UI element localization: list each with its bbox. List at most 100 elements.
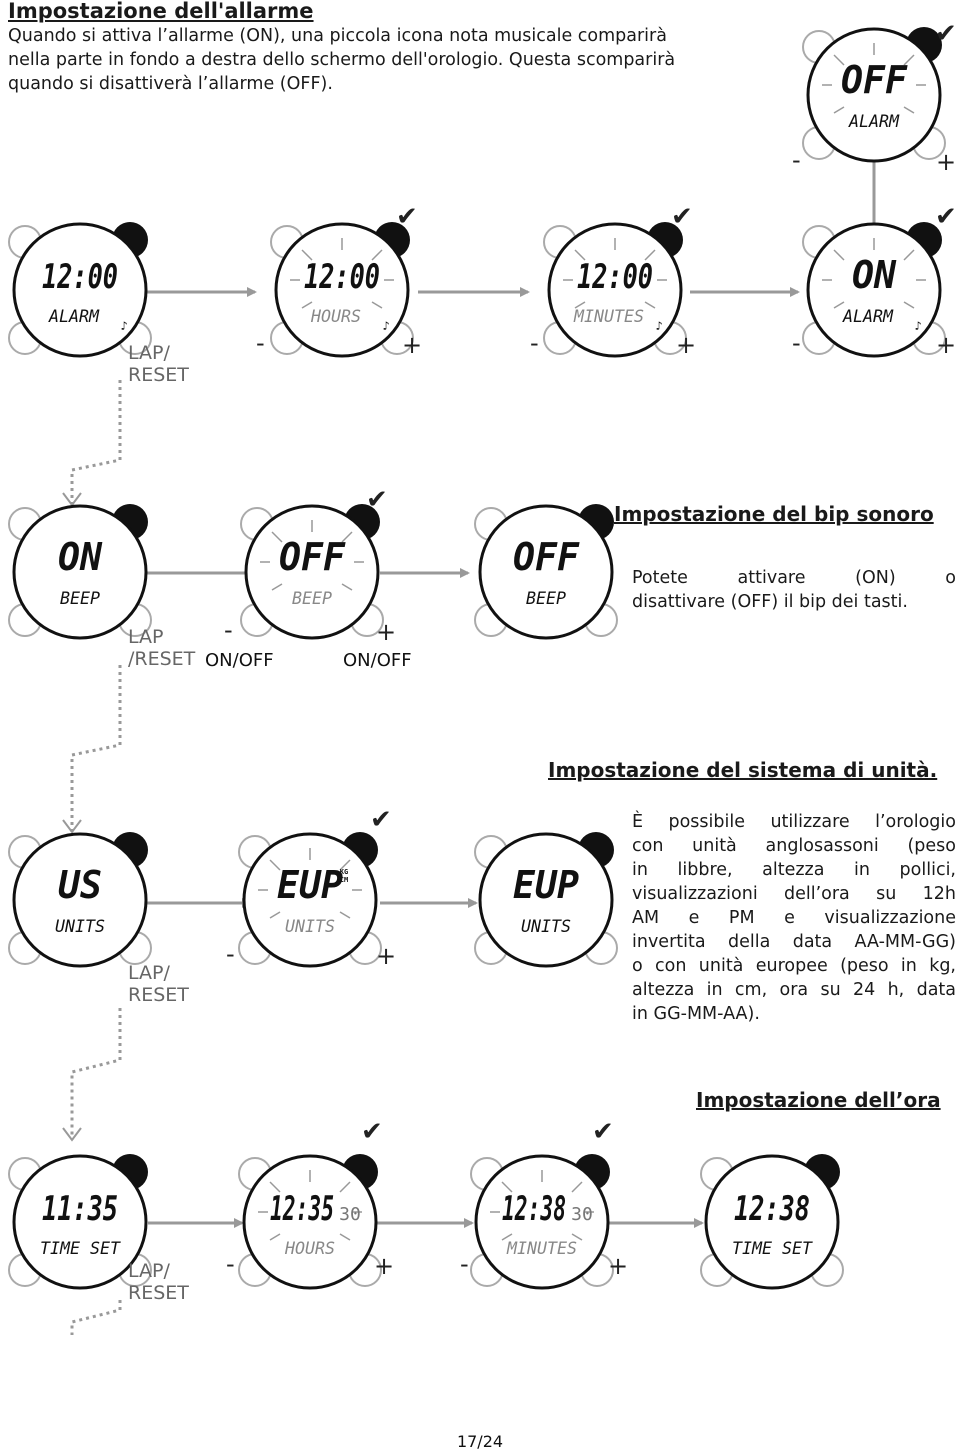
watch-main-display: ON bbox=[852, 253, 897, 297]
plus-label-2: + bbox=[676, 331, 697, 359]
checkmark-icon: ✔ bbox=[935, 202, 957, 232]
page-number: 17/24 bbox=[456, 1432, 504, 1451]
watch-alarm-on: ON ALARM ♪ bbox=[802, 222, 946, 358]
plus-label-time-1: + bbox=[374, 1252, 395, 1280]
checkmark-icon: ✔ bbox=[396, 202, 418, 232]
flash-rays bbox=[490, 1170, 594, 1241]
unit-indicator: KG bbox=[340, 868, 348, 876]
watch-main-display: ON bbox=[58, 535, 103, 579]
watch-main-display: 12:00 bbox=[42, 257, 118, 297]
beep-heading: Impostazione del bip sonoro bbox=[614, 502, 934, 526]
lap-reset-label-2: LAP /RESET bbox=[128, 626, 196, 670]
watch-mode-label: UNITS bbox=[521, 917, 571, 937]
units-line-3: in libbre, altezza in pollici, bbox=[632, 860, 956, 880]
watch-beep-off: OFF BEEP bbox=[474, 504, 618, 640]
units-heading: Impostazione del sistema di unità. bbox=[548, 758, 938, 782]
checkmark-icon: ✔ bbox=[935, 19, 957, 49]
plus-label-1: + bbox=[402, 331, 423, 359]
lap-reset-label-3: LAP/ RESET bbox=[128, 962, 189, 1006]
flash-rays bbox=[260, 520, 364, 591]
flash-rays bbox=[290, 238, 394, 309]
minus-label-3: - bbox=[792, 329, 801, 357]
alarm-line-2: nella parte in fondo a destra dello sche… bbox=[8, 50, 676, 70]
watch-seconds-display: 30 bbox=[339, 1204, 361, 1225]
flash-rays bbox=[822, 238, 926, 309]
checkmark-icon: ✔ bbox=[370, 805, 392, 835]
plus-label-top: + bbox=[936, 148, 957, 176]
music-note-icon: ♪ bbox=[382, 319, 389, 333]
minus-label-1: - bbox=[256, 329, 265, 357]
music-note-icon: ♪ bbox=[655, 319, 662, 333]
checkmark-icon: ✔ bbox=[592, 1117, 614, 1147]
units-line-6: invertita della data AA-MM-GG) bbox=[632, 932, 956, 952]
flash-rays bbox=[822, 43, 926, 114]
watch-beep-on: ON BEEP bbox=[8, 504, 152, 640]
plus-label-time-2: + bbox=[608, 1252, 629, 1280]
plus-label-3: + bbox=[936, 331, 957, 359]
music-note-icon: ♪ bbox=[120, 319, 127, 333]
watch-main-display: 12:00 bbox=[577, 257, 653, 297]
watch-face bbox=[478, 832, 614, 968]
units-line-4: visualizzazioni dell’ora su 12h bbox=[632, 884, 956, 904]
minus-label-time-2: - bbox=[460, 1250, 469, 1278]
watch-beep-off-set: OFF BEEP bbox=[240, 504, 384, 640]
watch-mode-label: ALARM bbox=[842, 307, 894, 327]
plus-label-beep: + bbox=[376, 618, 397, 646]
alarm-line-3: quando si disattiverà l’allarme (OFF). bbox=[8, 74, 333, 94]
minus-label-units: - bbox=[226, 940, 235, 968]
watch-mode-label: BEEP bbox=[60, 589, 100, 609]
watch-mode-label: ALARM bbox=[848, 112, 900, 132]
units-line-8: altezza in cm, ora su 24 h, data bbox=[632, 980, 956, 1000]
alarm-line-1: Quando si attiva l’allarme (ON), una pic… bbox=[8, 26, 667, 46]
beep-line-1: Potete attivare (ON) o bbox=[632, 568, 956, 588]
beep-line-2: disattivare (OFF) il bip dei tasti. bbox=[632, 592, 908, 612]
watch-face bbox=[12, 504, 148, 640]
watch-main-display: EUP bbox=[277, 863, 343, 907]
watch-main-display: OFF bbox=[513, 535, 580, 579]
lap-reset-label-4: LAP/ RESET bbox=[128, 1260, 189, 1304]
flash-rays bbox=[563, 238, 667, 309]
watch-main-display: US bbox=[58, 863, 102, 907]
checkmark-icon: ✔ bbox=[361, 1117, 383, 1147]
flash-rays bbox=[258, 1170, 362, 1241]
checkmark-icon: ✔ bbox=[366, 485, 388, 515]
watch-seconds-display: 30 bbox=[571, 1204, 593, 1225]
minus-label-2: - bbox=[530, 329, 539, 357]
watch-face bbox=[478, 504, 614, 640]
watch-mode-label: BEEP bbox=[526, 589, 566, 609]
minus-label-time-1: - bbox=[226, 1250, 235, 1278]
watch-main-display: 12:35 bbox=[270, 1189, 334, 1229]
watch-mode-label: TIME SET bbox=[732, 1239, 814, 1259]
unit-indicator: CM bbox=[340, 876, 348, 884]
watch-face bbox=[12, 832, 148, 968]
watch-main-display: OFF bbox=[841, 58, 908, 102]
watch-mode-label: HOURS bbox=[310, 307, 361, 327]
checkmark-icon: ✔ bbox=[671, 202, 693, 232]
watch-main-display: 12:38 bbox=[502, 1189, 566, 1229]
minus-label-beep: - bbox=[224, 616, 233, 644]
units-line-2: con unità anglosassoni (peso bbox=[632, 836, 956, 856]
watch-mode-label: UNITS bbox=[55, 917, 105, 937]
flow-arrows bbox=[145, 160, 876, 1228]
units-line-5: AM e PM e visualizzazione bbox=[632, 908, 956, 928]
watch-mode-label: UNITS bbox=[285, 917, 335, 937]
watch-main-display: 12:00 bbox=[304, 257, 380, 297]
time-heading: Impostazione dell’ora bbox=[696, 1088, 941, 1112]
watch-mode-label: BEEP bbox=[292, 589, 332, 609]
alarm-heading: Impostazione dell'allarme bbox=[8, 0, 314, 23]
units-line-1: È possibile utilizzare l’orologio bbox=[632, 812, 956, 832]
watch-alarm-off: OFF ALARM bbox=[802, 27, 946, 163]
watch-mode-label: HOURS bbox=[284, 1239, 335, 1259]
watch-units-us: US UNITS bbox=[8, 832, 152, 968]
music-note-icon: ♪ bbox=[914, 319, 921, 333]
watch-face bbox=[12, 1154, 148, 1290]
units-line-9: in GG-MM-AA). bbox=[632, 1004, 760, 1024]
watch-mode-label: MINUTES bbox=[506, 1239, 577, 1259]
watch-main-display: OFF bbox=[279, 535, 346, 579]
dotted-connectors bbox=[70, 380, 122, 1335]
